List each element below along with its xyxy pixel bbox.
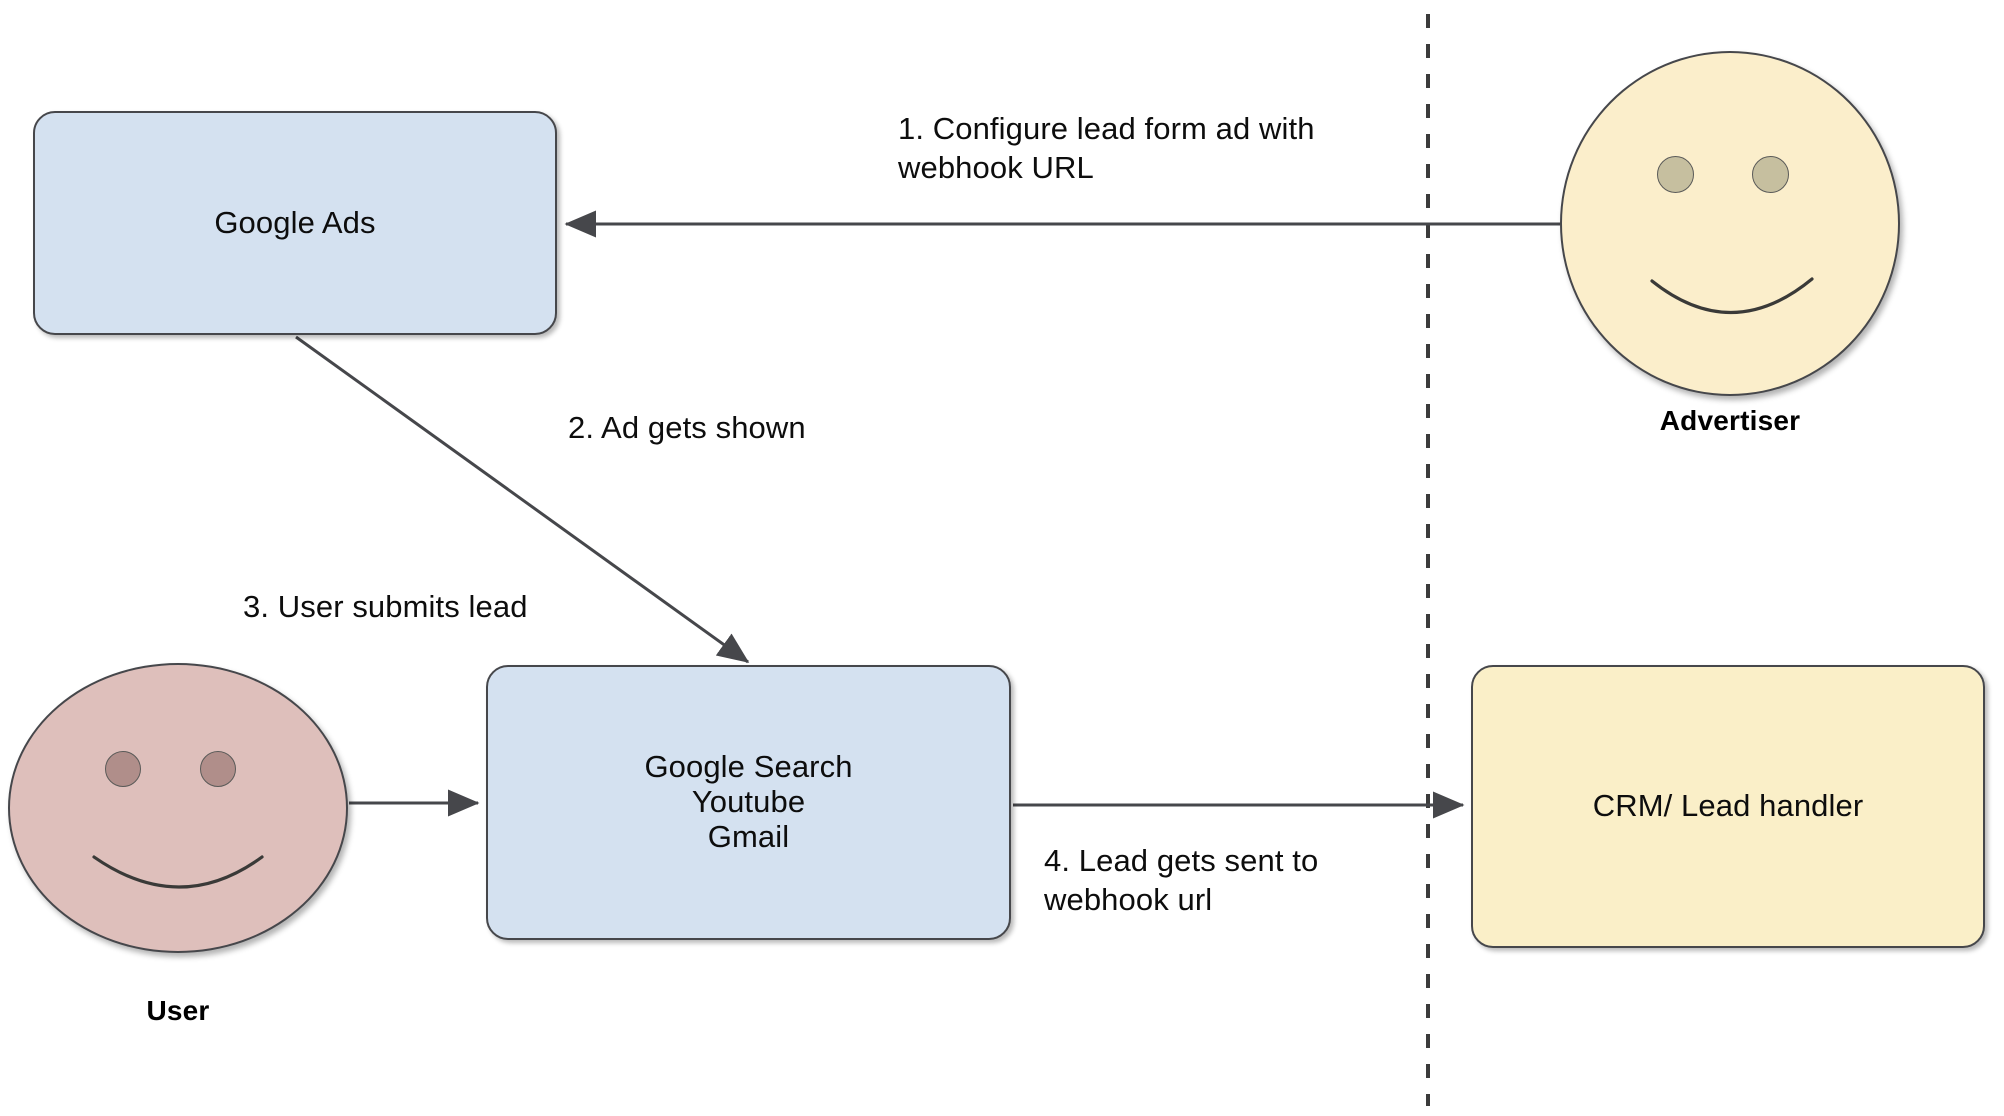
user-mouth-icon [92,855,264,889]
node-crm-lead-handler-label: CRM/ Lead handler [1592,788,1864,824]
user-left-eye-icon [105,751,141,787]
edge-label-step-4: 4. Lead gets sent to webhook url [1044,843,1319,917]
node-google-surfaces-label: Google Search Youtube Gmail [644,749,853,854]
edge-label-step-1: 1. Configure lead form ad with webhook U… [898,111,1315,185]
advertiser-face-icon[interactable] [1560,51,1900,396]
node-google-surfaces[interactable]: Google Search Youtube Gmail [486,665,1011,940]
advertiser-left-eye-icon [1657,156,1694,193]
node-crm-lead-handler[interactable]: CRM/ Lead handler [1471,665,1985,948]
user-label: User [146,995,210,1026]
edge-google-ads-to-surfaces [295,335,750,664]
node-google-ads[interactable]: Google Ads [33,111,557,335]
edge-label-step-2: 2. Ad gets shown [568,410,806,445]
user-right-eye-icon [200,751,236,787]
advertiser-mouth-icon [1650,277,1814,315]
user-face-icon[interactable] [8,663,348,953]
advertiser-right-eye-icon [1752,156,1789,193]
node-google-ads-label: Google Ads [214,204,376,240]
advertiser-label: Advertiser [1659,405,1801,436]
edge-label-step-3: 3. User submits lead [243,589,528,624]
